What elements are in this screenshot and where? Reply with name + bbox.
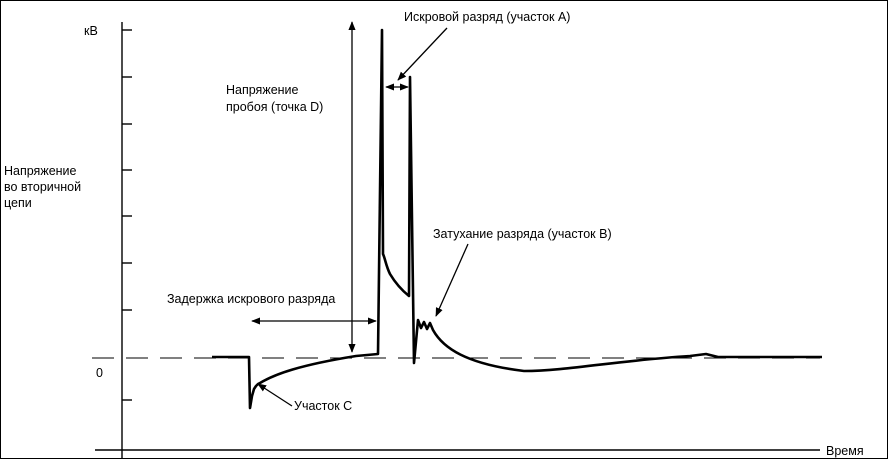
y-axis-title-line-3: цепи [4, 196, 32, 210]
spark-delay-label: Задержка искрового разряда [167, 292, 335, 306]
secondary-voltage-waveform [212, 28, 822, 410]
segment-c-label: Участок С [294, 399, 352, 413]
breakdown-voltage-label-line-2: пробоя (точка D) [226, 100, 323, 114]
spark-discharge-leader [397, 27, 448, 81]
spark-discharge-label: Искровой разряд (участок А) [404, 10, 570, 24]
y-axis-title-line-1: Напряжение [4, 164, 77, 178]
y-axis-title-line-2: во вторичной [4, 180, 81, 194]
discharge-decay-leader [435, 243, 469, 317]
x-axis-title: Время [826, 444, 864, 458]
y-zero-label: 0 [96, 366, 103, 380]
discharge-decay-label: Затухание разряда (участок В) [433, 227, 612, 241]
segment-c-leader [257, 383, 293, 407]
y-unit-label: кВ [84, 24, 98, 38]
breakdown-voltage-label-line-1: Напряжение [226, 83, 299, 97]
y-axis-ticks [122, 29, 132, 401]
